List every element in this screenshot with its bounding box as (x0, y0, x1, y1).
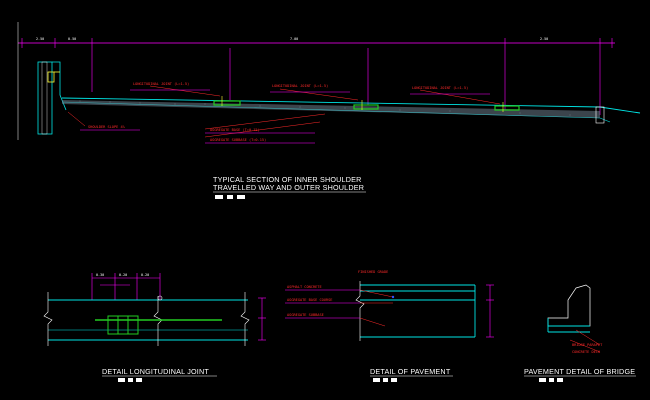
typical-section: 2.50 0.50 7.00 2.50 (17, 22, 641, 199)
barrier-left (37, 61, 67, 135)
detail-bridge: BRIDGE PARAPET CONCRETE DECK PAVEMENT DE… (524, 284, 636, 382)
detail-longitudinal-joint: 0.30 0.20 0.20 DETAIL LONGITUDINAL JOINT (43, 273, 266, 382)
note-joint-2: LONGITUDINAL JOINT (L=1.5) (272, 84, 328, 88)
bridge-parapet (547, 284, 591, 327)
note-subbase: AGGREGATE SUBBASE (T=0.15) (210, 138, 266, 142)
detail-pavement: FINISHED GRADE ASPHALT CONCRETE AGGREGAT… (285, 270, 494, 382)
bridge-note-1: BRIDGE PARAPET (572, 343, 603, 347)
bridge-scale-bar (539, 378, 563, 382)
dim-label-4: 2.50 (540, 37, 548, 41)
note-shoulder: SHOULDER SLOPE 4% (88, 125, 126, 129)
note-joint-1: LONGITUDINAL JOINT (L=1.5) (133, 82, 189, 86)
note-joint-3: LONGITUDINAL JOINT (L=1.5) (412, 86, 468, 90)
note-base: AGGREGATE BASE (T=0.15) (210, 128, 260, 132)
joint-dim-3: 0.20 (141, 273, 149, 277)
pavement-top-note: FINISHED GRADE (358, 270, 388, 274)
bridge-note-2: CONCRETE DECK (572, 350, 601, 354)
main-scale-bar (215, 195, 245, 199)
joint-markers (213, 100, 520, 111)
dowel-bar (95, 315, 222, 335)
main-section-title-line2: TRAVELLED WAY AND OUTER SHOULDER (213, 183, 364, 192)
main-section-title-line1: TYPICAL SECTION OF INNER SHOULDER (213, 175, 362, 184)
detail-joint-title: DETAIL LONGITUDINAL JOINT (102, 367, 209, 376)
pavement-note-3: AGGREGATE SUBBASE (287, 313, 324, 317)
joint-dim-1: 0.30 (96, 273, 104, 277)
dim-label-2: 0.50 (68, 37, 76, 41)
dim-label-1: 2.50 (36, 37, 44, 41)
joint-dim-2: 0.20 (119, 273, 127, 277)
detail-bridge-title: PAVEMENT DETAIL OF BRIDGE (524, 367, 635, 376)
pavement-note-2: AGGREGATE BASE COURSE (287, 298, 332, 302)
joint-scale-bar (118, 378, 142, 382)
detail-pavement-title: DETAIL OF PAVEMENT (370, 367, 451, 376)
dim-label-3: 7.00 (290, 37, 298, 41)
pavement-scale-bar (373, 378, 397, 382)
pavement-note-1: ASPHALT CONCRETE (287, 285, 322, 289)
pavement-layers (62, 100, 600, 118)
